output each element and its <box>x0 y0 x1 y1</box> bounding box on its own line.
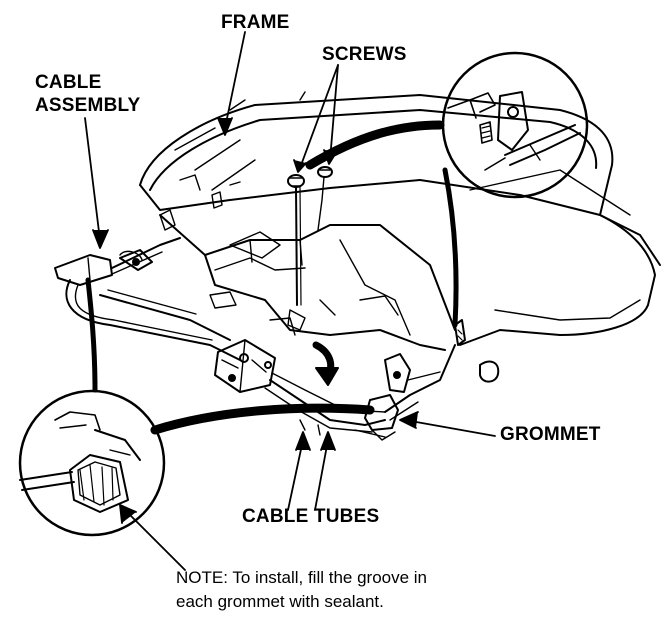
floor-plate <box>159 214 456 351</box>
leader-lines <box>84 31 496 571</box>
center-coupler <box>214 339 276 393</box>
cable-tubes-label: CABLE TUBES <box>242 506 380 527</box>
detail-inset-grommet <box>18 389 166 537</box>
cable-assembly-label-line2: ASSEMBLY <box>35 95 141 116</box>
installation-note: NOTE: To install, fill the groove in eac… <box>176 566 427 614</box>
cable-assembly-label-line1: CABLE <box>35 72 102 93</box>
note-line-2: each grommet with sealant. <box>176 592 384 611</box>
direction-arrow <box>312 341 339 386</box>
right-grommet-assembly <box>364 319 466 441</box>
seat-frame <box>139 91 661 383</box>
detail-inset-bracket <box>441 51 589 199</box>
cable-tubes <box>65 279 456 438</box>
screws-label: SCREWS <box>322 44 407 65</box>
screws <box>211 166 333 331</box>
left-cable-clip <box>54 209 181 286</box>
magnification-sweeps <box>85 120 459 435</box>
frame-label: FRAME <box>221 12 290 33</box>
note-line-1: NOTE: To install, fill the groove in <box>176 568 428 587</box>
small-parts <box>119 174 241 261</box>
grommet-label: GROMMET <box>500 424 601 445</box>
